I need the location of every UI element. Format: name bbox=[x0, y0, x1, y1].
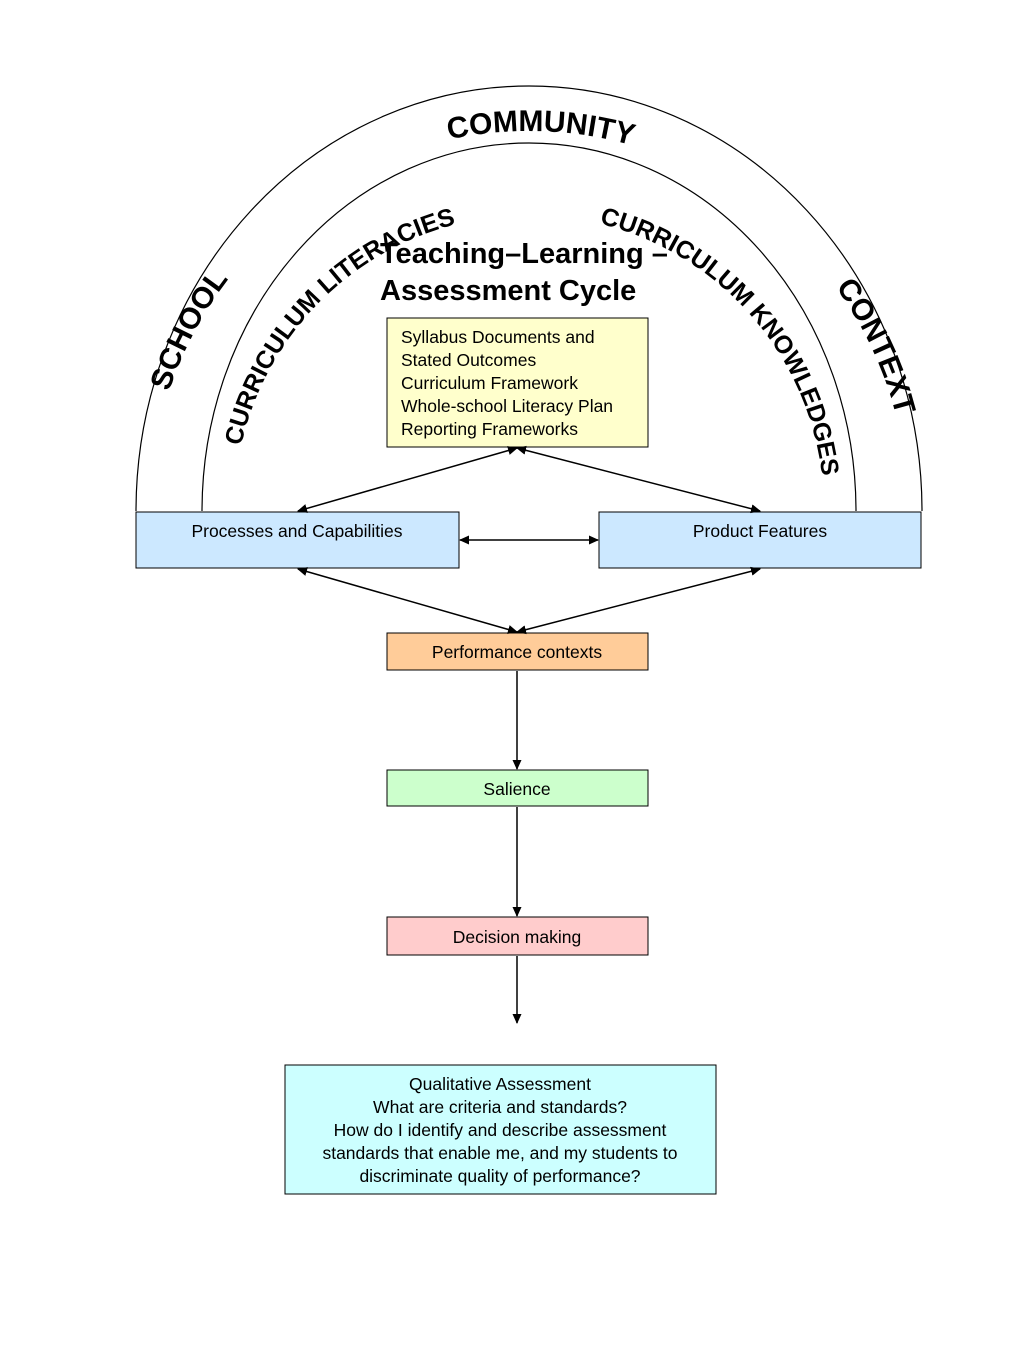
community-label: COMMUNITY bbox=[444, 105, 638, 152]
decision-box-rect bbox=[386, 916, 649, 956]
decision-box: Decision making bbox=[386, 916, 649, 956]
salience-box-rect bbox=[386, 769, 649, 807]
product-performance-arrow bbox=[516, 566, 761, 635]
syllabus-line: Stated Outcomes bbox=[401, 350, 536, 370]
qualitative-box: Qualitative Assessment What are criteria… bbox=[284, 1064, 717, 1195]
context-label: CONTEXT bbox=[830, 272, 921, 418]
syllabus-line: Whole-school Literacy Plan bbox=[401, 396, 613, 416]
qualitative-line: standards that enable me, and my student… bbox=[322, 1143, 677, 1163]
processes-label: Processes and Capabilities bbox=[191, 521, 402, 541]
performance-label: Performance contexts bbox=[432, 642, 602, 662]
processes-box-rect bbox=[135, 511, 460, 569]
product-box-rect bbox=[598, 511, 922, 569]
qualitative-line: How do I identify and describe assessmen… bbox=[334, 1120, 667, 1140]
syllabus-processes-arrow bbox=[297, 446, 518, 513]
qualitative-line: discriminate quality of performance? bbox=[359, 1166, 640, 1186]
qualitative-line: What are criteria and standards? bbox=[373, 1097, 627, 1117]
processes-box: Processes and Capabilities bbox=[135, 511, 460, 569]
salience-label: Salience bbox=[483, 779, 550, 799]
school-label: SCHOOL bbox=[144, 263, 234, 394]
product-box: Product Features bbox=[598, 511, 922, 569]
performance-box-rect bbox=[386, 632, 649, 671]
syllabus-box: Syllabus Documents and Stated Outcomes C… bbox=[386, 317, 649, 448]
performance-box: Performance contexts bbox=[386, 632, 649, 671]
title-line-1: Teaching–Learning – bbox=[380, 238, 668, 270]
syllabus-line: Curriculum Framework bbox=[401, 373, 578, 393]
syllabus-line: Reporting Frameworks bbox=[401, 419, 578, 439]
qualitative-box-rect bbox=[284, 1064, 717, 1195]
syllabus-box-rect bbox=[386, 317, 649, 448]
product-label: Product Features bbox=[693, 521, 827, 541]
curriculum-arc bbox=[201, 142, 857, 512]
school-community-context-arc bbox=[135, 85, 923, 512]
processes-performance-arrow bbox=[297, 567, 518, 634]
qualitative-line: Qualitative Assessment bbox=[409, 1074, 591, 1094]
salience-box: Salience bbox=[386, 769, 649, 807]
syllabus-product-arrow bbox=[516, 445, 761, 514]
title-line-2: Assessment Cycle bbox=[380, 275, 636, 307]
syllabus-line: Syllabus Documents and bbox=[401, 327, 595, 347]
decision-label: Decision making bbox=[453, 927, 581, 947]
